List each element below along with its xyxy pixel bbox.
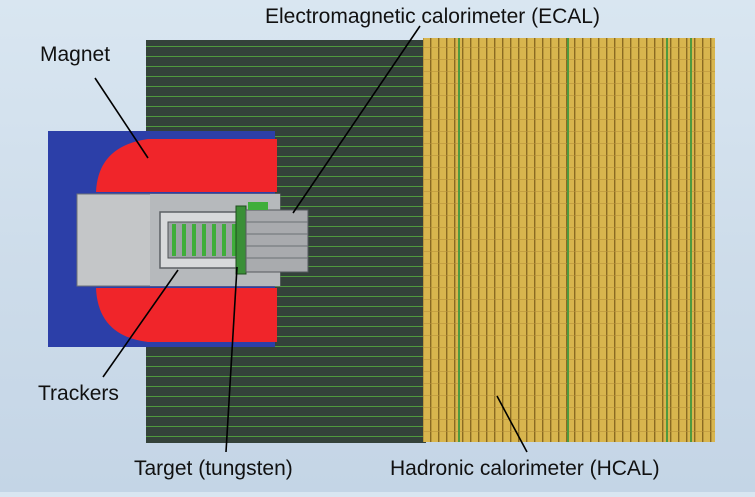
hcal-green-bar-1: [458, 38, 460, 442]
magnet-coil-top: [96, 139, 277, 192]
tracker-module-strips: [172, 224, 236, 256]
target-tungsten: [235, 205, 247, 275]
label-magnet: Magnet: [40, 43, 111, 66]
leader-lines: [94, 25, 528, 453]
hcal-green-bar-4: [690, 38, 692, 442]
leader-line-ecal: [292, 25, 421, 214]
hcal-green-bar-2: [567, 38, 569, 442]
leader-line-target: [225, 266, 238, 453]
label-trackers: Trackers: [38, 382, 119, 405]
leader-line-hcal: [496, 395, 528, 453]
label-hcal: Hadronic calorimeter (HCAL): [390, 457, 660, 480]
label-ecal: Electromagnetic calorimeter (ECAL): [265, 5, 600, 28]
hcal-green-bar-3: [666, 38, 668, 442]
leader-line-magnet: [94, 77, 149, 159]
ecal-green-edge: [248, 202, 268, 210]
ecal-layers: [246, 221, 308, 259]
leader-line-trackers: [102, 269, 179, 378]
magnet-coil-bottom: [96, 288, 277, 342]
ecal-block: [245, 209, 309, 273]
label-target: Target (tungsten): [134, 457, 293, 480]
